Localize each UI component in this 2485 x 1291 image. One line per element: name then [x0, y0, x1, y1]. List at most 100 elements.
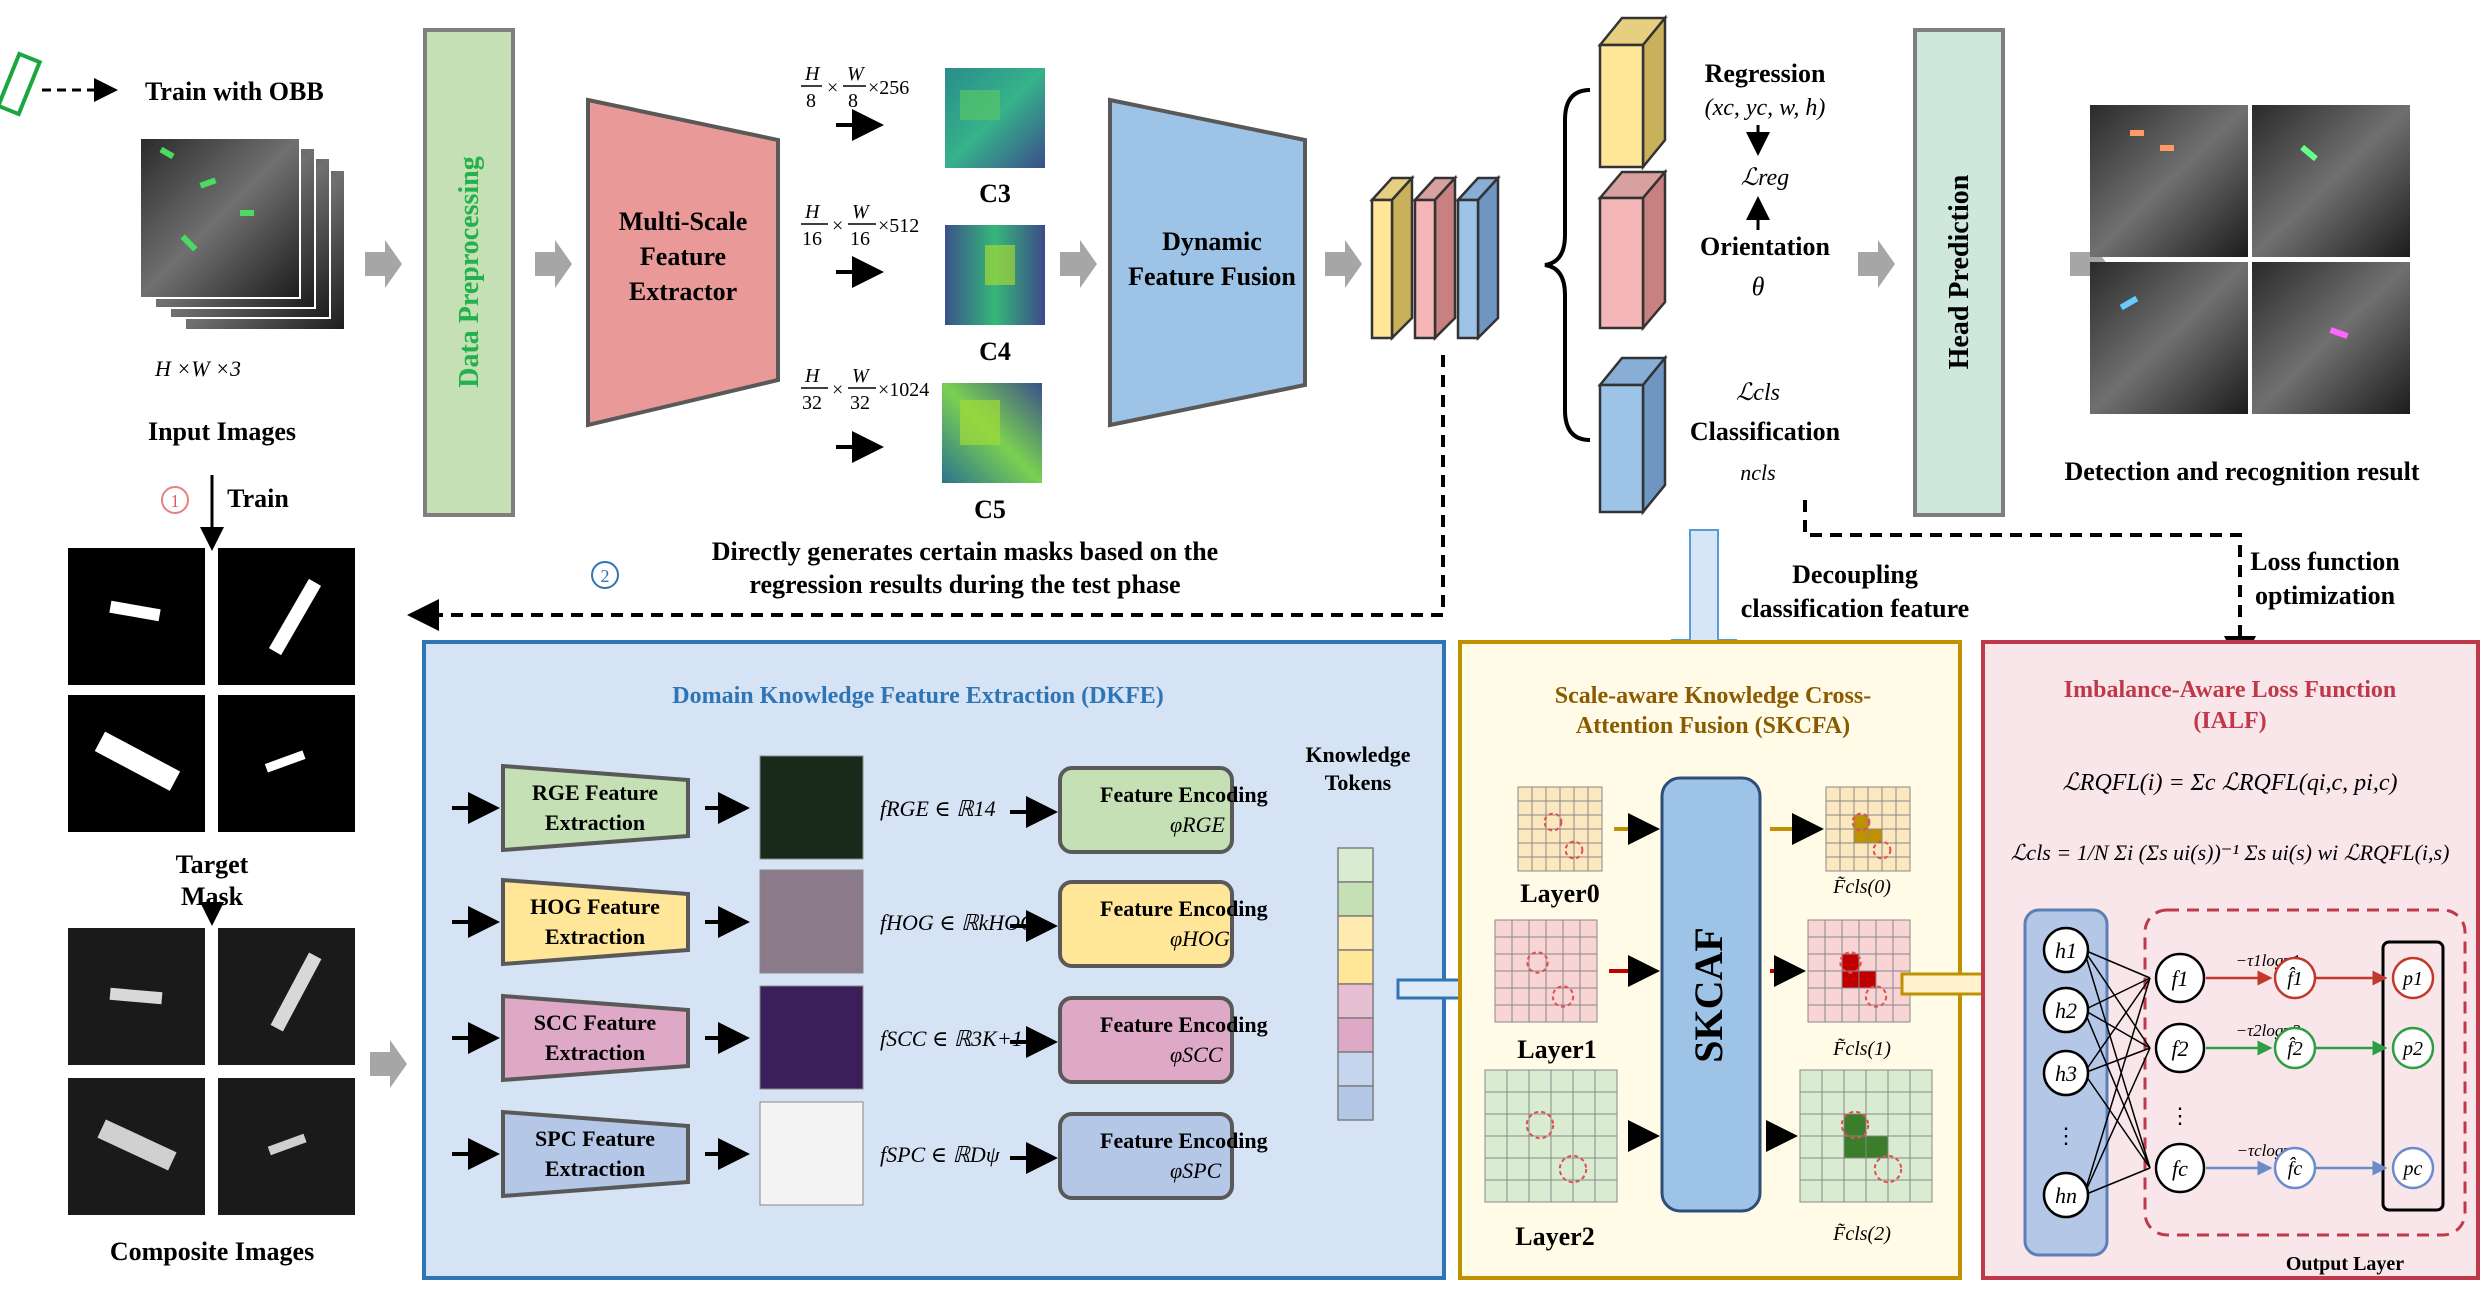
class-node [2154, 1022, 2206, 1074]
multi-scale-extractor-block [586, 97, 780, 428]
phi-label: φHOG [1170, 926, 1230, 951]
head-cubes [1597, 14, 1668, 516]
knowledge-tokens-label-2: Tokens [1325, 770, 1392, 795]
feature-thumbnail [759, 985, 864, 1090]
skcfa-title-1: Scale-aware Knowledge Cross- [1555, 683, 1871, 709]
input-dims-label: H ×W ×3 [154, 356, 241, 381]
dkfe-title: Domain Knowledge Feature Extraction (DKF… [672, 683, 1164, 709]
class-node-label: fc [2172, 1156, 2188, 1181]
layer0-label: Layer0 [1520, 879, 1599, 908]
adjusted-node-label: f̂1 [2287, 966, 2303, 990]
composite-images-label: Composite Images [110, 1237, 314, 1266]
f-ellipsis: ⋮ [2169, 1103, 2191, 1128]
data-preprocessing-label: Data Preprocessing [454, 156, 485, 388]
fusion-label-1: Dynamic [1162, 227, 1262, 256]
regression-label: Regression [1705, 59, 1826, 88]
phi-label: φSCC [1170, 1042, 1223, 1067]
hidden-node-label: h3 [2055, 1061, 2077, 1086]
output-layer-dashed-box [2143, 908, 2467, 1237]
class-node [2154, 952, 2206, 1004]
output-layer-label: Output Layer [2286, 1253, 2404, 1275]
orientation-label: Orientation [1700, 232, 1831, 261]
svg-text:W: W [847, 63, 866, 85]
c4-label: C4 [979, 337, 1011, 366]
svg-text:32: 32 [802, 392, 822, 414]
ncls-label: ncls [1740, 460, 1775, 485]
theta-label: θ [1752, 272, 1765, 301]
svg-text:H: H [804, 201, 821, 223]
encoding-label: Feature Encoding [1100, 1012, 1268, 1037]
scale-c5: H 32 × W 32 ×1024 C5 [801, 365, 1042, 524]
layer0-grid-group [1517, 786, 1911, 872]
target-mask-label-1: Target [176, 850, 249, 879]
c5-label: C5 [974, 495, 1006, 524]
detection-result-images [2090, 105, 2410, 414]
prob-node [2391, 956, 2435, 1000]
feature-extraction-block [501, 993, 690, 1083]
regression-params: (xc, yc, w, h) [1705, 95, 1826, 121]
target-mask-label-2: Mask [181, 882, 244, 911]
fused-feature-cubes [1369, 174, 1501, 342]
hidden-node-label: hn [2055, 1183, 2077, 1208]
svg-text:H: H [804, 365, 821, 387]
encoding-label: Feature Encoding [1100, 782, 1268, 807]
output-prob-box [2381, 940, 2445, 1212]
svg-text:×: × [827, 77, 838, 99]
feature-thumbnail [759, 1101, 864, 1206]
heads-brace [1544, 88, 1591, 442]
feature-encoding-block [1058, 766, 1234, 854]
extractor-label-1: Multi-Scale [619, 207, 748, 236]
prob-node-label: p1 [2401, 968, 2423, 990]
input-image-stack [139, 137, 346, 331]
decoupling-label-1: Decoupling [1792, 560, 1918, 589]
c3-label: C3 [979, 179, 1011, 208]
extraction-label: Extraction [545, 1040, 645, 1065]
classification-label: Classification [1690, 417, 1841, 446]
svg-text:8: 8 [806, 90, 816, 112]
output0-label: F̃cls(0) [1832, 875, 1891, 898]
feature-thumbnail [759, 869, 864, 974]
train-with-obb-label: Train with OBB [145, 77, 324, 106]
extraction-label: Extraction [545, 1156, 645, 1181]
layer1-label: Layer1 [1517, 1035, 1596, 1064]
skcaf-label: SKCAF [1686, 927, 1731, 1063]
extraction-label: Extraction [545, 924, 645, 949]
hidden-node-label: h2 [2055, 998, 2077, 1023]
feature-encoding-block [1058, 880, 1234, 968]
feature-thumbnail [759, 755, 864, 860]
prob-node-label: p2 [2401, 1038, 2423, 1060]
prob-node [2391, 1026, 2435, 1070]
layer2-label: Layer2 [1515, 1222, 1594, 1251]
svg-text:×1024: ×1024 [878, 379, 929, 401]
hidden-ellipsis: ⋮ [2055, 1123, 2077, 1148]
encoding-label: Feature Encoding [1100, 1128, 1268, 1153]
class-node-label: f1 [2171, 966, 2188, 991]
result-label: Detection and recognition result [2064, 457, 2419, 486]
skcaf-block [1660, 776, 1762, 1213]
step-two-badge [591, 561, 619, 589]
svg-text:×: × [832, 379, 843, 401]
feature-extraction-block [501, 1109, 690, 1199]
scale-c4: H 16 × W 16 ×512 C4 [801, 201, 1045, 366]
extraction-label: HOG Feature [530, 894, 660, 919]
prob-node-label: pc [2402, 1158, 2423, 1180]
step-one-badge [161, 486, 189, 514]
extractor-label-2: Feature [640, 242, 726, 271]
feature-encoding-block [1058, 1112, 1234, 1200]
svg-text:32: 32 [850, 392, 870, 414]
svg-text:16: 16 [850, 228, 870, 250]
extraction-label: SPC Feature [535, 1126, 655, 1151]
test-phase-text-2: regression results during the test phase [749, 570, 1180, 599]
svg-text:H: H [804, 63, 821, 85]
test-phase-text-1: Directly generates certain masks based o… [712, 537, 1218, 566]
adjusted-node-label: f̂c [2288, 1156, 2303, 1180]
feature-formula: fSCC ∈ ℝ3K+1 [880, 1026, 1023, 1051]
hidden-node-label: h1 [2055, 938, 2077, 963]
svg-text:W: W [852, 365, 871, 387]
step-one-number: 1 [171, 491, 180, 511]
feature-formula: fRGE ∈ ℝ14 [880, 796, 996, 821]
